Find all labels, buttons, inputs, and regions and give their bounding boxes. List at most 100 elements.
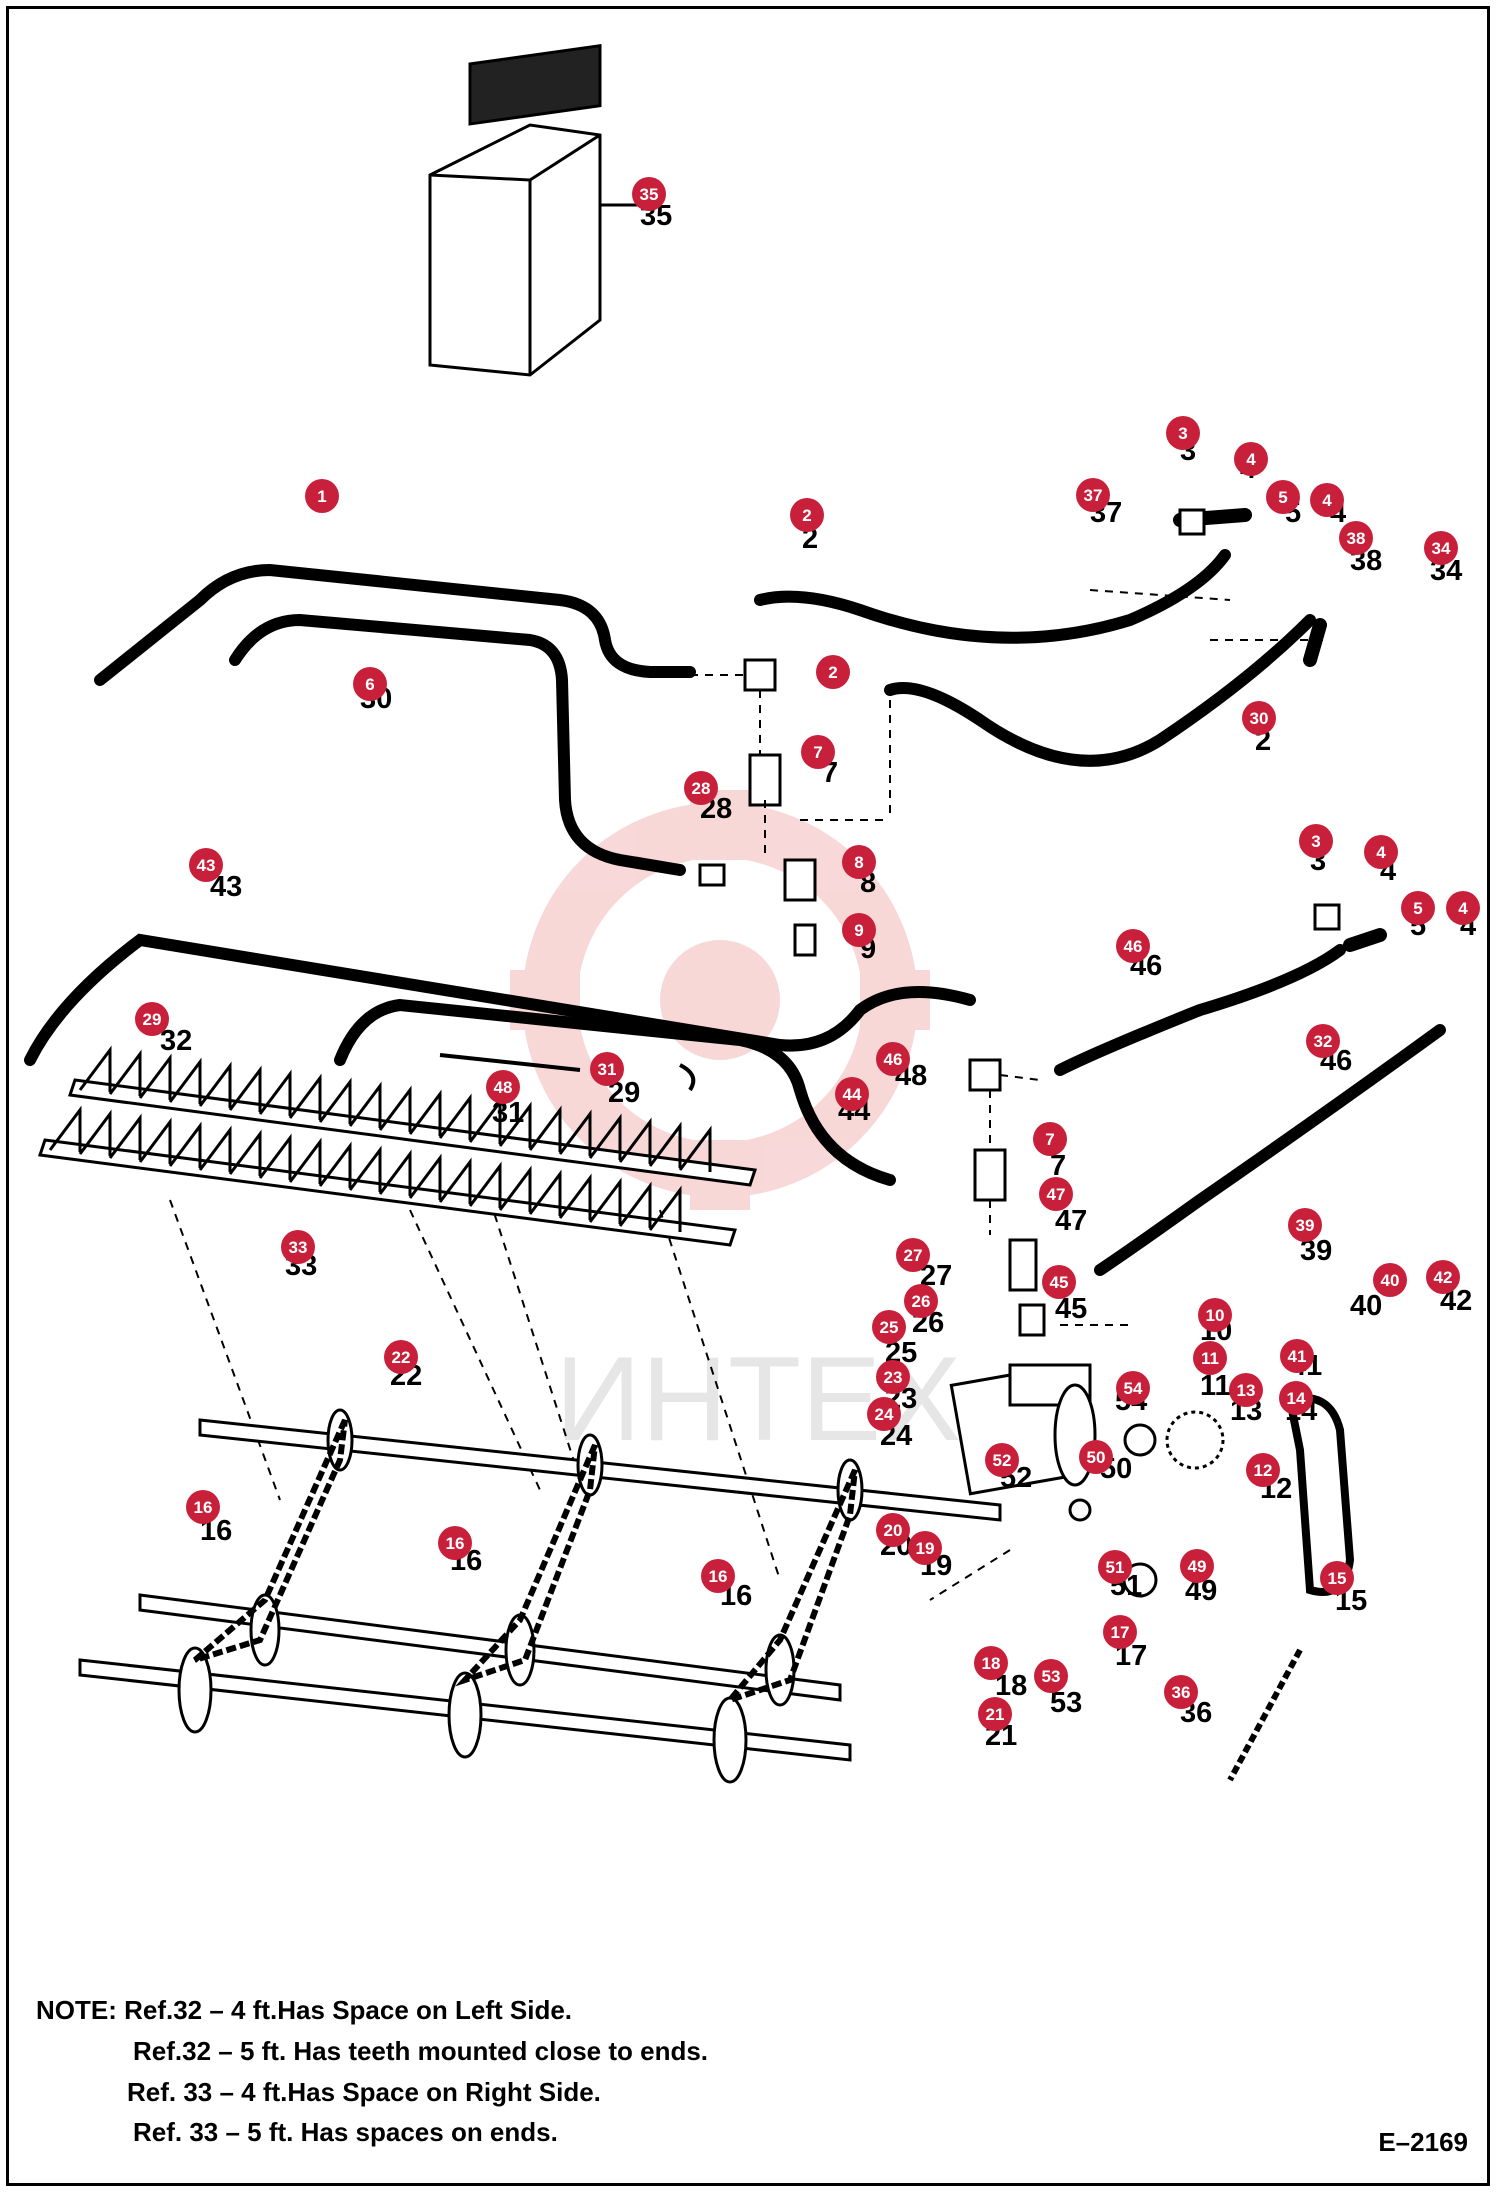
callout-circle [1279, 1381, 1313, 1415]
callout-circle [1242, 701, 1276, 735]
callout-circle [1446, 891, 1480, 925]
callout-circle [189, 848, 223, 882]
callout-number: 27 [904, 1246, 923, 1265]
callout-circle [1193, 1341, 1227, 1375]
watermark-text: ИНТЕХ [555, 1332, 961, 1466]
callout-23: 23 [876, 1360, 910, 1394]
callout-number: 15 [1328, 1569, 1347, 1588]
callout-50: 50 [1079, 1440, 1113, 1474]
callout-number: 28 [692, 779, 711, 798]
callout-3: 3 [1166, 416, 1200, 450]
callout-circle [1306, 1024, 1340, 1058]
callout-number: 42 [1434, 1268, 1453, 1287]
callout-circle [896, 1238, 930, 1272]
drawing-code: E–2169 [1378, 2127, 1468, 2157]
callout-16: 16 [186, 1490, 220, 1524]
callout-circle [908, 1531, 942, 1565]
callout-number: 37 [1084, 486, 1103, 505]
callout-number: 16 [446, 1534, 465, 1553]
callout-circle [1373, 1263, 1407, 1297]
assembly-leader-lines [169, 589, 1330, 1601]
callout-38: 38 [1339, 521, 1373, 555]
callout-number: 50 [1087, 1448, 1106, 1467]
callout-number: 4 [1246, 450, 1256, 469]
svg-text:7: 7 [1050, 1150, 1066, 1182]
callout-number: 7 [813, 743, 822, 762]
component-box-35 [428, 43, 640, 377]
callout-5: 5 [1401, 891, 1435, 925]
callout-11: 11 [1193, 1341, 1227, 1375]
callout-number: 44 [843, 1085, 862, 1104]
callout-circle [384, 1340, 418, 1374]
callout-number: 51 [1106, 1558, 1125, 1577]
callout-number: 40 [1381, 1271, 1400, 1290]
callout-2: 2 [816, 655, 850, 689]
callout-number: 31 [598, 1060, 617, 1079]
callout-circle [684, 771, 718, 805]
callout-4: 4 [1234, 442, 1268, 476]
callout-circle [1198, 1298, 1232, 1332]
callout-number: 53 [1042, 1667, 1061, 1686]
callout-46: 46 [1116, 929, 1150, 963]
callout-number: 16 [194, 1498, 213, 1517]
callout-circle [135, 1002, 169, 1036]
callout-54: 54 [1116, 1371, 1150, 1405]
callout-17: 17 [1103, 1615, 1137, 1649]
callout-circle [1401, 891, 1435, 925]
callout-circle [790, 498, 824, 532]
callout-circle [1424, 531, 1458, 565]
callout-16: 16 [438, 1526, 472, 1560]
callout-circle [1103, 1615, 1137, 1649]
callout-3: 3 [1299, 824, 1333, 858]
note-line-3: Ref. 33 – 4 ft.Has Space on Right Side. [127, 2077, 601, 2107]
callout-number: 29 [143, 1010, 162, 1029]
callout-number: 9 [854, 921, 863, 940]
callout-number: 4 [1458, 899, 1468, 918]
callout-number: 3 [1178, 424, 1187, 443]
callout-15: 15 [1320, 1561, 1354, 1595]
callout-circle [985, 1443, 1019, 1477]
callout-number: 4 [1322, 491, 1332, 510]
callout-circle [1039, 1177, 1073, 1211]
callout-2: 2 [790, 498, 824, 532]
callout-number: 1 [317, 487, 326, 506]
callout-circle [1116, 929, 1150, 963]
callout-circle [1180, 1549, 1214, 1583]
callout-28: 28 [684, 771, 718, 805]
callout-circle [1166, 416, 1200, 450]
callout-number: 6 [365, 675, 374, 694]
callout-8: 8 [842, 845, 876, 879]
drive-chains-16 [193, 1418, 858, 1707]
callout-number: 43 [197, 856, 216, 875]
callout-circle [1116, 1371, 1150, 1405]
callout-circle [1234, 442, 1268, 476]
callout-circle [1339, 521, 1373, 555]
callout-number: 24 [875, 1405, 894, 1424]
callout-number: 41 [1288, 1347, 1307, 1366]
callout-circle [486, 1070, 520, 1104]
callout-number: 47 [1047, 1185, 1066, 1204]
callout-number: 5 [1413, 899, 1422, 918]
callout-circle [1079, 1440, 1113, 1474]
callout-circle [438, 1526, 472, 1560]
callout-9: 9 [842, 913, 876, 947]
callout-circle [801, 735, 835, 769]
callout-circle [978, 1697, 1012, 1731]
callout-number: 4 [1376, 843, 1386, 862]
callout-43: 43 [189, 848, 223, 882]
callout-52: 52 [985, 1443, 1019, 1477]
callout-31: 31 [590, 1052, 624, 1086]
callout-32: 32 [1306, 1024, 1340, 1058]
diagram-frame [6, 6, 1490, 2186]
callout-48: 48 [486, 1070, 520, 1104]
callout-19: 19 [908, 1531, 942, 1565]
callout-number: 39 [1296, 1216, 1315, 1235]
callout-5: 5 [1266, 480, 1300, 514]
callout-45: 45 [1042, 1265, 1076, 1299]
callout-6: 6 [353, 667, 387, 701]
callout-number: 46 [1124, 937, 1143, 956]
callout-number: 33 [289, 1238, 308, 1257]
callout-16: 16 [701, 1559, 735, 1593]
callout-circle [353, 667, 387, 701]
